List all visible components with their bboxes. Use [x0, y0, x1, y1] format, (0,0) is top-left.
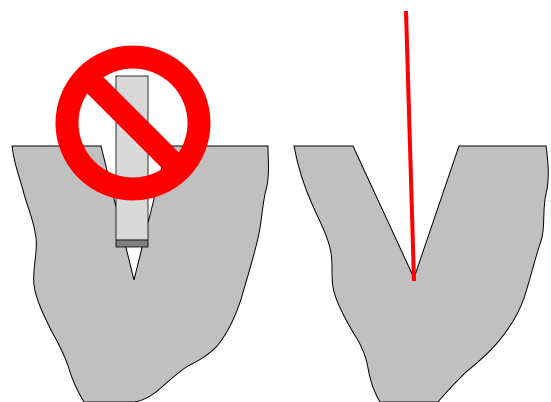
right-tissue-shape — [293, 145, 549, 402]
right-panel — [293, 10, 549, 402]
thin-red-line — [404, 10, 416, 282]
no-entry-icon — [55, 45, 211, 201]
left-tissue-shape — [11, 145, 269, 402]
left-panel — [11, 45, 269, 402]
probe-tip — [115, 239, 149, 248]
